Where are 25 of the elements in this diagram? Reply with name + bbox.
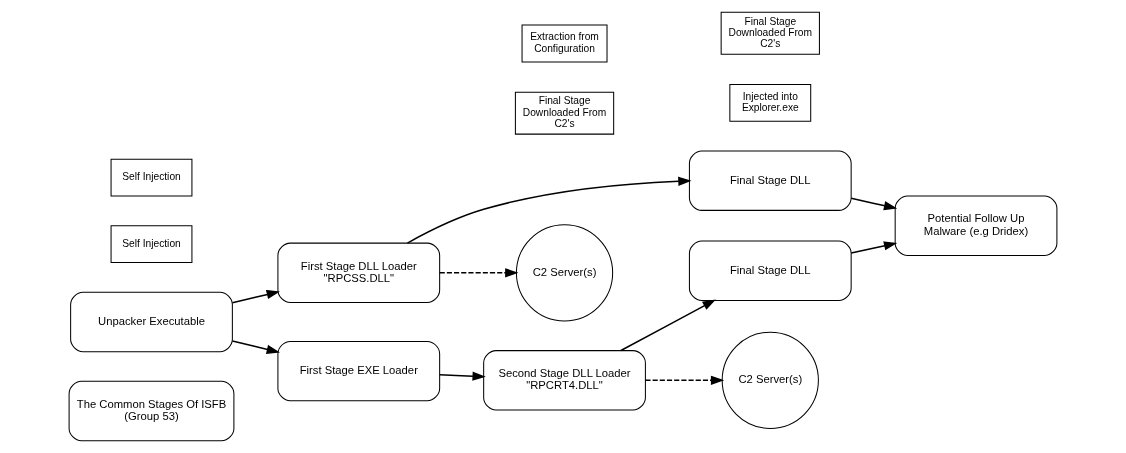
node-box: The Common Stages Of ISFB (Group 53) — [68, 380, 235, 442]
node-box: Unpacker Executable — [70, 291, 233, 353]
node-box: Extraction from Configuration — [521, 24, 608, 63]
arrow — [231, 290, 280, 304]
arrow — [644, 375, 725, 385]
node-circle: C2 Server(s) — [515, 224, 614, 322]
node-box: First Stage EXE Loader — [277, 340, 441, 402]
arrow — [850, 241, 898, 254]
node-box: Final Stage Downloaded From C2's — [514, 91, 615, 135]
node-box: Final Stage Downloaded From C2's — [720, 11, 820, 55]
arrow — [438, 268, 519, 278]
node-circle: C2 Server(s) — [721, 331, 819, 429]
arrow — [231, 340, 280, 354]
arrow — [850, 197, 898, 211]
node-box: Injected into Explorer.exe — [729, 83, 812, 122]
node-box: Final Stage DLL — [688, 240, 852, 301]
node-box: Self Injection — [110, 225, 193, 264]
node-box: Final Stage DLL — [688, 150, 852, 211]
arrow — [620, 299, 716, 352]
node-box: Potential Follow Up Malware (e.g Dridex) — [894, 195, 1058, 256]
arrow — [438, 371, 486, 381]
arrow — [406, 176, 692, 244]
node-box: First Stage DLL Loader "RPCSS.DLL" — [277, 242, 441, 303]
node-box: Self Injection — [110, 158, 193, 197]
node-box: Second Stage DLL Loader "RPCRT4.DLL" — [483, 350, 646, 411]
